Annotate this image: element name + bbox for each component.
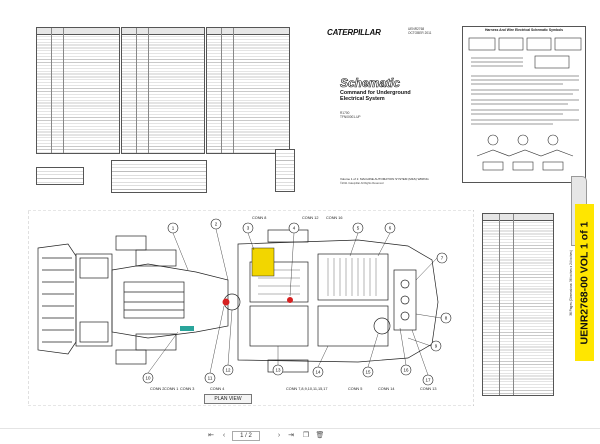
- connector-label: CONN 7,8,9,10,11,15,17: [286, 387, 328, 391]
- copy-icon[interactable]: ❐: [302, 432, 310, 439]
- delete-icon[interactable]: 🗑: [315, 432, 325, 439]
- wire-table-1-header: [37, 28, 119, 35]
- connector-label: CONN 3: [180, 387, 195, 391]
- viewer-toolbar: [0, 428, 600, 444]
- reference-table-header: [483, 214, 553, 221]
- reference-table: [482, 213, 554, 396]
- wire-table-2-header: [122, 28, 204, 35]
- callout-number: 3: [247, 226, 250, 231]
- meta-line: UENR2768: [408, 27, 425, 31]
- callout-number: 10: [145, 376, 151, 381]
- machine-plan-diagram: 1 2 3 4 5 6 7 8 9 10 11 12 13 14 15 16 1…: [28, 210, 474, 406]
- component-table: [111, 160, 207, 193]
- callout-number: 8: [445, 316, 448, 321]
- connector-table: [275, 149, 295, 192]
- volume-tab-text: UENR2768-00 VOL 1 of 1: [575, 204, 594, 361]
- wire-table-2: [121, 27, 205, 154]
- connector-label: CONN 8: [252, 216, 267, 220]
- callout-number: 17: [425, 378, 431, 383]
- callout-number: 4: [293, 226, 296, 231]
- connector-label: CONN 5: [348, 387, 363, 391]
- copyright-line: ©2011 Caterpillar All Rights Reserved: [340, 182, 384, 185]
- volume-line: Volume 1 of 1: MACHINE AUTOMATION SYSTEM…: [340, 177, 429, 181]
- callout-number: 15: [365, 370, 371, 375]
- connector-label: CONN 12: [302, 216, 319, 220]
- volume-tab-subtext: 36 Pages (Dimensions: 36 inches x 24 inc…: [567, 204, 575, 361]
- wire-table-1: [36, 27, 120, 154]
- next-page-icon[interactable]: ›: [277, 432, 281, 439]
- callout-number: 12: [225, 368, 231, 373]
- page-number-input[interactable]: 1 / 2: [232, 431, 260, 441]
- reference-table-small: [36, 167, 84, 185]
- first-page-icon[interactable]: ⇤: [208, 432, 214, 439]
- callout-number: 1: [172, 226, 175, 231]
- schematic-sheet: CATERPILLAR UENR2768 OCTOBER 2011 Schema…: [28, 26, 594, 406]
- last-page-icon[interactable]: ⇥: [288, 432, 294, 439]
- callout-number: 2: [215, 222, 218, 227]
- connector-label: CONN 14: [378, 387, 395, 391]
- wire-table-3: [206, 27, 290, 154]
- caterpillar-logo: CATERPILLAR: [327, 28, 381, 37]
- wire-table-3-header: [207, 28, 289, 35]
- model-info: R1700 TFN00001-UP: [340, 111, 361, 119]
- model-label: R1700: [340, 111, 350, 115]
- symbols-legend-drawings: [468, 37, 582, 171]
- callout-number: 13: [275, 368, 281, 373]
- callout-number: 11: [208, 376, 213, 381]
- connector-label: CONN 1: [164, 387, 179, 391]
- callout-number: 9: [435, 344, 438, 349]
- connector-label: CONN 4: [210, 387, 225, 391]
- symbols-legend: Harness And Wire Electrical Schematic Sy…: [462, 26, 586, 183]
- volume-tab-label: UENR2768-00 VOL 1 of 1: [578, 221, 591, 344]
- connector-label: CONN 13: [420, 387, 437, 391]
- document-meta: UENR2768 OCTOBER 2011: [408, 27, 431, 35]
- plan-view-label: PLAN VIEW: [204, 394, 252, 404]
- callout-number: 14: [315, 370, 321, 375]
- connector-label: CONN 2: [150, 387, 165, 391]
- callout-number: 7: [441, 256, 444, 261]
- callout-number: 5: [357, 226, 360, 231]
- callout-number: 16: [403, 368, 409, 373]
- symbols-legend-title: Harness And Wire Electrical Schematic Sy…: [484, 28, 564, 32]
- volume-tab: [575, 204, 594, 361]
- serial-label: TFN00001-UP: [340, 115, 361, 119]
- connector-label: CONN 16: [326, 216, 343, 220]
- meta-line: OCTOBER 2011: [408, 31, 432, 35]
- schematic-word: Schematic: [340, 76, 401, 91]
- previous-page-icon[interactable]: ‹: [222, 432, 226, 439]
- callout-number: 6: [389, 226, 392, 231]
- volume-tab-sublabel: 36 Pages (Dimensions: 36 inches x 24 inc…: [569, 249, 573, 316]
- document-title: Command for Underground Electrical Syste…: [340, 90, 411, 103]
